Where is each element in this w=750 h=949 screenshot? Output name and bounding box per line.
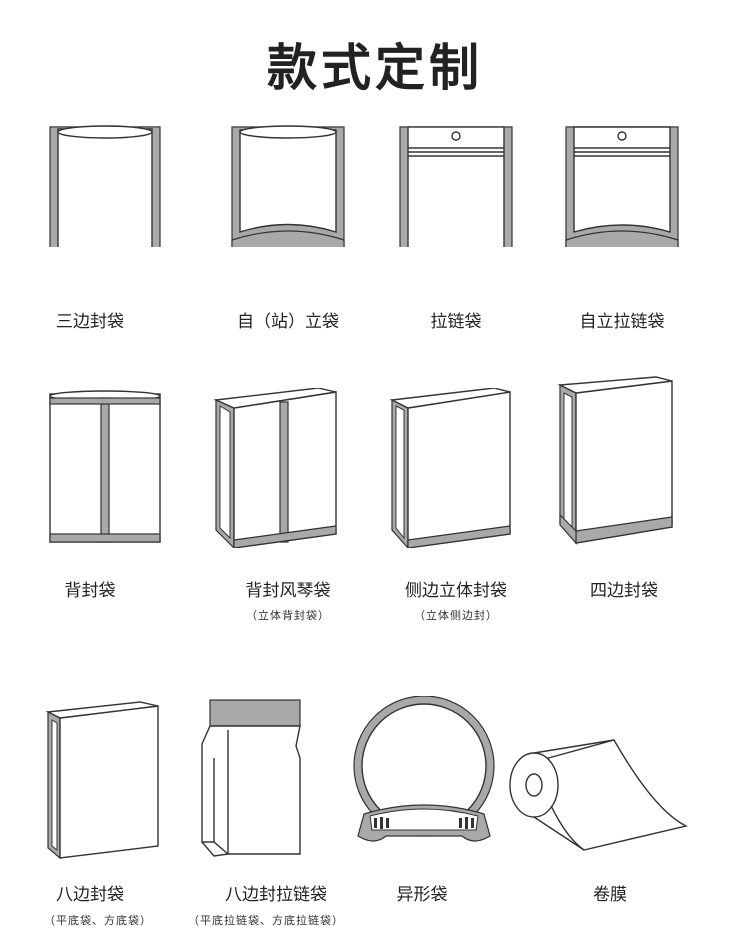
item-sublabel: （立体侧边封）: [414, 609, 498, 622]
item-sublabel: （平底袋、方底袋）: [44, 914, 152, 927]
back-seal-bag-icon: [20, 388, 190, 543]
eight-side-zipper-bag-icon: [188, 696, 358, 857]
item-sublabel: （平底拉链袋、方底拉链袋）: [188, 914, 344, 927]
item-label: 卷膜: [593, 885, 627, 905]
shaped-bag-icon: [344, 696, 514, 842]
item-label: 拉链袋: [430, 312, 482, 332]
eight-side-seal-bag-icon: [30, 700, 200, 860]
item-label: 侧边立体封袋: [405, 581, 507, 601]
item-label: 八边封拉链袋: [225, 885, 327, 905]
item-sublabel: （立体背封袋）: [246, 609, 330, 622]
item-label: 三边封袋: [56, 312, 124, 332]
stand-up-zipper-bag-icon: [536, 122, 706, 247]
item-label: 八边封袋: [56, 885, 124, 905]
stand-up-bag-icon: [200, 122, 370, 247]
item-label: 自（站）立袋: [237, 312, 339, 332]
item-label: 四边封袋: [590, 581, 658, 601]
page-title: 款式定制: [267, 39, 483, 97]
item-label: 背封风琴袋: [245, 581, 331, 601]
side-gusset-seal-bag-icon: [380, 388, 550, 548]
gusset-back-seal-bag-icon: [200, 388, 370, 548]
four-side-seal-bag-icon: [548, 375, 718, 545]
three-side-seal-bag-icon: [20, 122, 190, 247]
item-label: 自立拉链袋: [579, 312, 665, 332]
roll-film-icon: [509, 730, 689, 855]
item-label: 背封袋: [64, 581, 116, 601]
item-label: 异形袋: [396, 885, 448, 905]
zipper-bag-icon: [370, 122, 540, 247]
